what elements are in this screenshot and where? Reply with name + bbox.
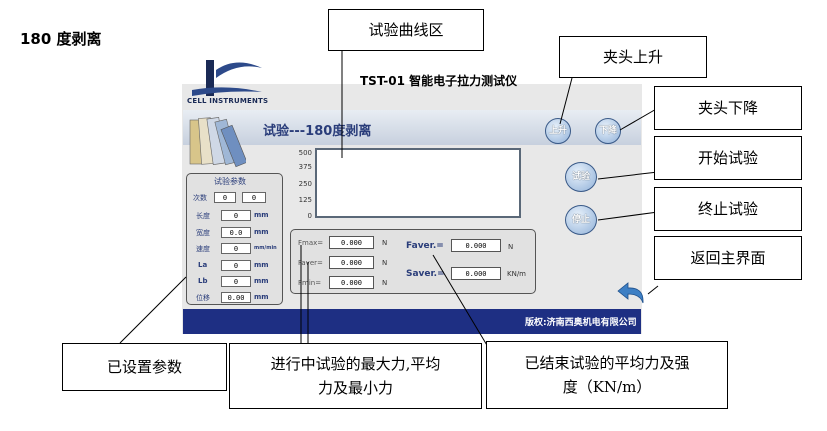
count-field-2[interactable]: 0 xyxy=(242,192,266,203)
callout-start-test: 开始试验 xyxy=(654,136,802,180)
callout-return-main: 返回主界面 xyxy=(654,236,802,280)
y-tick-label: 0 xyxy=(307,212,312,220)
copyright-text: 版权:济南西奥机电有限公司 xyxy=(525,318,637,328)
callout-in-progress-line1: 进行中试验的最大力,平均 xyxy=(270,355,441,373)
cell-instruments-logo xyxy=(192,60,262,96)
saver-label: Saver.= xyxy=(406,269,445,279)
width-unit: mm xyxy=(254,228,269,236)
speed-unit: mm/min xyxy=(254,245,277,251)
screen-title: 试验---180度剥离 xyxy=(263,124,372,139)
lb-label: Lb xyxy=(198,277,208,285)
fmin-unit: N xyxy=(382,279,388,287)
callout-in-progress-line2: 力及最小力 xyxy=(317,379,393,397)
saver-unit: KN/m xyxy=(507,270,527,278)
offset-field[interactable]: 0.00 xyxy=(221,292,251,303)
count-field-1[interactable]: 0 xyxy=(214,192,236,203)
clamp-down-button[interactable]: 下降 xyxy=(595,118,621,144)
clamp-up-button[interactable]: 上升 xyxy=(545,118,571,144)
device-title: TST-01 智能电子拉力测试仪 xyxy=(360,74,518,88)
callout-curve-area: 试验曲线区 xyxy=(328,9,484,51)
length-unit: mm xyxy=(254,211,269,219)
callout-in-progress-forces: 进行中试验的最大力,平均 力及最小力 xyxy=(229,343,482,409)
callout-clamp-down: 夹头下降 xyxy=(654,86,802,130)
logo-text: CELL INSTRUMENTS xyxy=(187,97,269,105)
faver-small-label: Faver= xyxy=(298,259,323,267)
fmin-label: Fmin= xyxy=(298,279,322,287)
return-arrow-icon[interactable] xyxy=(616,281,646,309)
callout-clamp-up: 夹头上升 xyxy=(559,36,707,78)
saver-value: 0.000 xyxy=(451,267,501,280)
length-label: 长度 xyxy=(196,212,210,220)
fmax-value: 0.000 xyxy=(329,236,374,249)
stop-test-button[interactable]: 停止 xyxy=(565,205,597,235)
y-tick-label: 250 xyxy=(298,180,312,188)
fmin-value: 0.000 xyxy=(329,276,374,289)
callout-finished-results: 已结束试验的平均力及强 度（KN/m） xyxy=(486,341,728,409)
copyright-bar xyxy=(183,309,641,334)
y-tick-label: 125 xyxy=(298,196,312,204)
speed-field[interactable]: 0 xyxy=(221,243,251,254)
y-tick-label: 500 xyxy=(298,149,312,157)
width-field[interactable]: 0.0 xyxy=(221,227,251,238)
callout-finished-line1: 已结束试验的平均力及强 xyxy=(524,354,690,372)
screen-title-bar xyxy=(183,110,641,145)
callout-stop-test: 终止试验 xyxy=(654,187,802,231)
speed-label: 速度 xyxy=(196,245,210,253)
width-label: 宽度 xyxy=(196,229,210,237)
test-curve-plot xyxy=(315,148,521,218)
fmax-unit: N xyxy=(382,239,388,247)
la-field[interactable]: 0 xyxy=(221,260,251,271)
faver-unit: N xyxy=(508,243,514,251)
lb-unit: mm xyxy=(254,277,269,285)
la-unit: mm xyxy=(254,261,269,269)
faver-small-value: 0.000 xyxy=(329,256,374,269)
offset-label: 位移 xyxy=(196,294,210,302)
y-tick-label: 375 xyxy=(298,163,312,171)
offset-unit: mm xyxy=(254,293,269,301)
length-field[interactable]: 0 xyxy=(221,210,251,221)
count-label: 次数 xyxy=(193,194,207,202)
section-heading: 180 度剥离 xyxy=(20,30,102,48)
start-test-button[interactable]: 试验 xyxy=(565,162,597,192)
lb-field[interactable]: 0 xyxy=(221,276,251,287)
faver-value: 0.000 xyxy=(451,239,501,252)
books-icon xyxy=(189,117,246,168)
callout-set-params: 已设置参数 xyxy=(62,343,227,391)
params-title: 试验参数 xyxy=(214,177,246,186)
faver-small-unit: N xyxy=(382,259,388,267)
faver-label: Faver.= xyxy=(406,241,444,251)
fmax-label: Fmax= xyxy=(298,239,324,247)
callout-finished-line2: 度（KN/m） xyxy=(562,378,652,396)
la-label: La xyxy=(198,261,208,269)
